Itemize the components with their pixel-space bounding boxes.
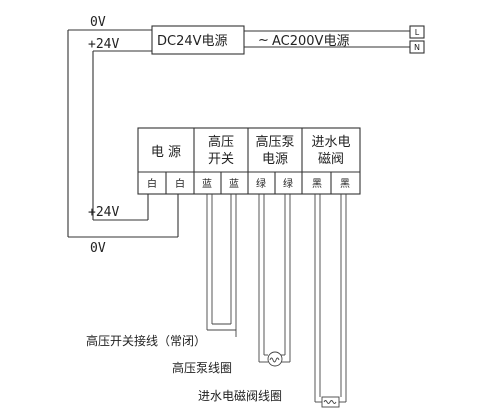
terminal-n-label: N	[414, 43, 420, 52]
label-0v-bottom: 0V	[90, 241, 106, 256]
terminal-l	[409, 25, 425, 39]
terminal-l-label: L	[415, 28, 420, 37]
switch-wiring	[206, 194, 237, 337]
terminal-4: 蓝	[229, 178, 239, 190]
panel-frame	[137, 127, 361, 195]
switch-contact	[207, 329, 237, 337]
header-switch-line1: 高压	[208, 134, 234, 150]
ac200v-label: AC200V电源	[272, 34, 349, 49]
terminal-8: 黑	[340, 178, 350, 190]
label-24v-bottom: +24V	[88, 205, 119, 220]
terminal-7: 黑	[312, 178, 322, 190]
pump-wiring	[258, 194, 291, 367]
label-0v-top: 0V	[90, 15, 106, 30]
header-switch-line2: 开关	[208, 152, 234, 167]
note-switch: 高压开关接线（常闭）	[86, 333, 206, 348]
valve-wiring	[314, 194, 347, 408]
valve-coil-icon	[321, 396, 340, 408]
label-24v-top: +24V	[88, 37, 119, 52]
dc24v-label: DC24V电源	[157, 34, 228, 49]
terminal-panel: 电 源 高压 开关 高压泵 电源 进水电 磁阀 白 白 蓝 蓝 绿 绿 黑 黑	[137, 127, 361, 195]
header-valve-line2: 磁阀	[318, 152, 344, 167]
header-pump-line2: 电源	[262, 152, 288, 167]
terminal-6: 绿	[283, 177, 293, 190]
note-pump: 高压泵线圈	[172, 360, 232, 375]
terminal-2: 白	[175, 177, 185, 190]
terminal-3: 蓝	[202, 178, 212, 190]
pump-coil-icon	[267, 351, 283, 367]
note-valve: 进水电磁阀线圈	[198, 388, 282, 403]
dc24v-module	[151, 25, 245, 55]
header-power: 电 源	[151, 145, 181, 160]
header-pump-line1: 高压泵	[255, 134, 294, 150]
header-valve-line1: 进水电	[311, 135, 350, 150]
ac-tilde-icon: ~	[258, 33, 269, 48]
terminal-n	[409, 40, 425, 54]
terminal-5: 绿	[256, 177, 266, 190]
terminal-1: 白	[147, 177, 157, 190]
